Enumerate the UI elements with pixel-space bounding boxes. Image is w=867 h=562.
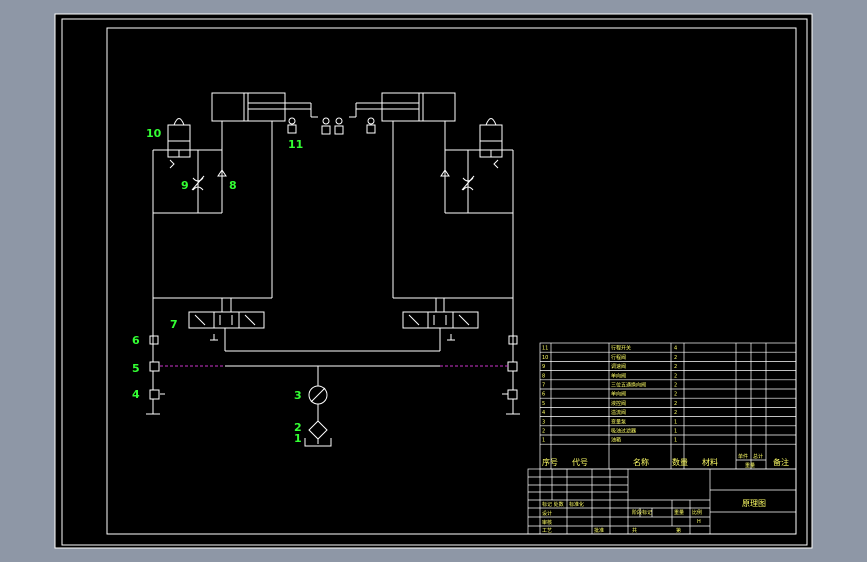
label-4: 4 [132, 388, 140, 401]
table-cell-no: 4 [542, 410, 545, 416]
left-cylinder [211, 92, 318, 122]
label-9: 9 [181, 179, 189, 192]
table-cell-no: 6 [542, 392, 545, 398]
table-cell-name: 行程开关 [611, 345, 631, 352]
tb-designer: 设计 [542, 510, 552, 517]
header-seq: 序号 [542, 457, 558, 467]
label-2: 2 [294, 421, 302, 434]
header-qty: 数量 [672, 457, 688, 467]
table-cell-no: 5 [542, 401, 545, 407]
tb-stage: 阶段标记 [632, 509, 652, 516]
table-cell-no: 1 [542, 438, 545, 444]
table-cell-no: 11 [542, 346, 548, 352]
header-weight: 重量 [745, 462, 755, 469]
label-1: 1 [294, 432, 302, 445]
header-total: 总计 [753, 453, 763, 460]
tb-mark: 标记 处数 [542, 501, 564, 508]
header-unit: 单件 [738, 453, 748, 460]
table-cell-no: 3 [542, 419, 545, 425]
title-block [527, 468, 797, 535]
table-cell-name: 单向阀 [611, 372, 626, 379]
table-cell-no: 10 [542, 355, 548, 361]
tb-sheet: 第 [676, 527, 681, 534]
parts-list [539, 342, 797, 470]
table-cell-no: 2 [542, 429, 545, 435]
table-cell-qty: 2 [674, 392, 677, 398]
limit-switches [287, 117, 376, 135]
table-cell-name: 油箱 [611, 437, 621, 444]
table-cell-name: 吸油过滤器 [611, 428, 636, 435]
label-11: 11 [288, 138, 303, 151]
drawing-title: 原理图 [742, 499, 766, 508]
table-cell-qty: 1 [674, 438, 677, 444]
right-travel-valve [479, 118, 503, 169]
left-travel-valve [167, 118, 191, 169]
hydraulic-circuit [146, 92, 520, 447]
table-cell-name: 单向阀 [611, 391, 626, 398]
inner-frame [106, 27, 797, 535]
header-remark: 备注 [773, 457, 789, 467]
table-cell-name: 三位五通换向阀 [611, 382, 646, 389]
tb-audit: 审核 [542, 519, 552, 526]
header-name: 名称 [633, 457, 649, 467]
tb-weight: 重量 [674, 509, 684, 516]
table-cell-qty: 1 [674, 419, 677, 425]
tank-symbol [304, 438, 332, 447]
header-material: 材料 [702, 457, 718, 467]
drawing-sheet [54, 13, 813, 549]
right-directional-valve [402, 311, 479, 351]
left-directional-valve [188, 311, 265, 351]
right-cylinder [349, 92, 456, 122]
table-cell-qty: 2 [674, 401, 677, 407]
tb-scale-value: H [697, 519, 701, 525]
table-cell-qty: 2 [674, 410, 677, 416]
label-8: 8 [229, 179, 237, 192]
tb-approve: 批准 [594, 527, 604, 534]
tb-standard: 标准化 [569, 501, 584, 508]
label-6: 6 [132, 334, 140, 347]
label-5: 5 [132, 362, 140, 375]
table-cell-qty: 2 [674, 383, 677, 389]
label-7: 7 [170, 318, 178, 331]
header-code: 代号 [572, 457, 588, 467]
label-10: 10 [146, 127, 162, 140]
table-cell-name: 液控阀 [611, 400, 626, 407]
table-cell-name: 行程阀 [611, 354, 626, 361]
table-cell-name: 溢流阀 [611, 409, 626, 416]
tb-craft: 工艺 [542, 528, 552, 534]
tb-sheet-total: 共 [632, 527, 637, 534]
tb-scale: 比例 [692, 509, 702, 516]
table-cell-qty: 2 [674, 355, 677, 361]
table-cell-no: 7 [542, 383, 545, 389]
table-cell-name: 变量泵 [611, 418, 626, 425]
table-cell-qty: 1 [674, 429, 677, 435]
parts-header: 序号 代号 名称 数量 材料 单件 总计 重量 备注 [542, 453, 789, 469]
table-cell-no: 9 [542, 364, 545, 370]
label-3: 3 [294, 389, 302, 402]
table-cell-name: 调速阀 [611, 363, 626, 370]
table-cell-qty: 4 [674, 346, 677, 352]
table-cell-qty: 2 [674, 364, 677, 370]
table-cell-no: 8 [542, 373, 545, 379]
table-cell-qty: 2 [674, 373, 677, 379]
outer-frame [61, 18, 808, 546]
